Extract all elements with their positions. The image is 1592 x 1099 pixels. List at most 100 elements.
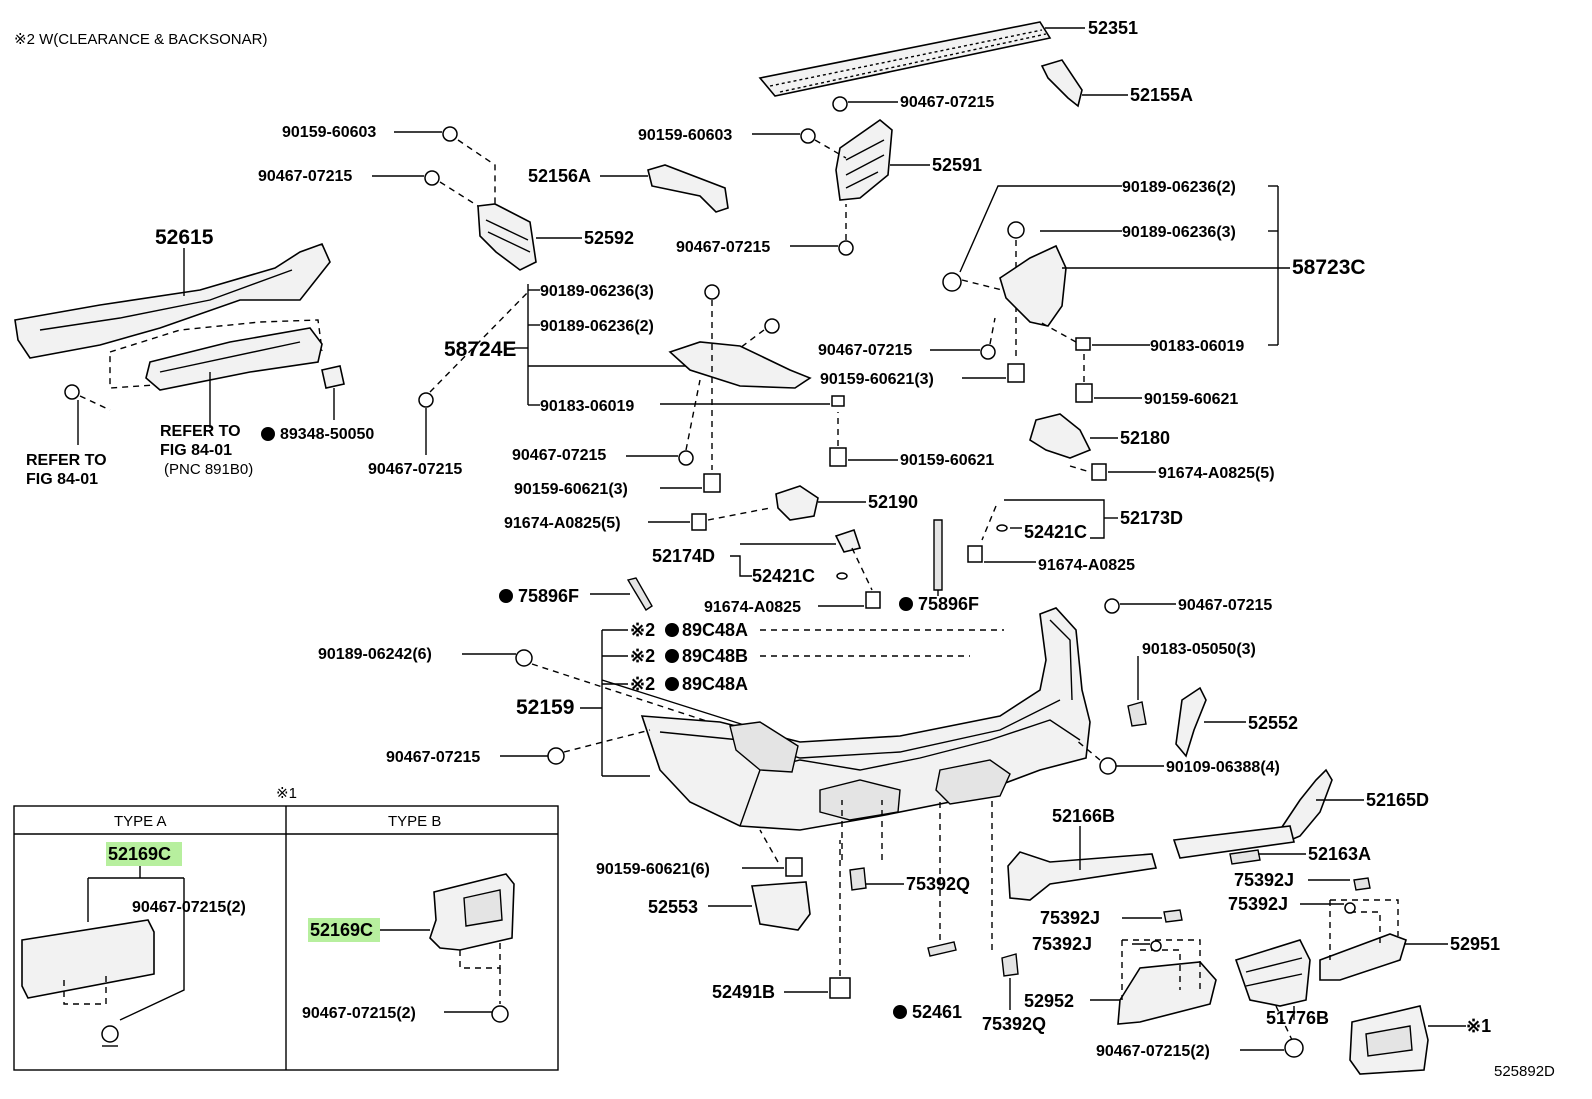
clip-90183-05050 bbox=[1127, 656, 1147, 727]
callout-90467-left3: 90467-07215 bbox=[386, 749, 480, 766]
bracket-52155A bbox=[1040, 59, 1128, 108]
bolt-90159-60621-mid bbox=[829, 412, 898, 467]
step-plate-52351 bbox=[758, 21, 1085, 97]
callout-52461: 52461 bbox=[912, 1002, 962, 1022]
bracket-52174D bbox=[730, 528, 881, 609]
reinforcement bbox=[109, 319, 323, 428]
reflector-52163A bbox=[1172, 825, 1306, 865]
retainer-52592 bbox=[477, 203, 582, 271]
note-mark-2-c: ※2 bbox=[630, 674, 655, 694]
callout-90159-60621-3-mid: 90159-60621(3) bbox=[514, 481, 628, 498]
callout-75392J-3: 75392J bbox=[1234, 870, 1294, 890]
callout-75392J-4: 75392J bbox=[1228, 894, 1288, 914]
inset-type-a-title: TYPE A bbox=[114, 813, 167, 830]
clip-90467-mid1 bbox=[790, 204, 854, 256]
clip-left-refer bbox=[64, 384, 111, 445]
callout-52421C-right: 52421C bbox=[1024, 522, 1087, 542]
note-mark-2-b: ※2 bbox=[630, 646, 655, 666]
bolt-90159-60621-3-right bbox=[962, 363, 1025, 383]
moulding-52166B bbox=[1007, 826, 1158, 901]
seal-75896F-mid bbox=[899, 519, 943, 611]
inset-mark: ※1 bbox=[276, 785, 297, 802]
seal-52461 bbox=[893, 800, 957, 1019]
callout-52951: 52951 bbox=[1450, 934, 1500, 954]
callout-75392J-1: 75392J bbox=[1040, 908, 1100, 928]
callout-91674-mid: 91674-A0825 bbox=[704, 599, 801, 616]
callout-90189-06242: 90189-06242(6) bbox=[318, 646, 432, 663]
clip-75392Q-1 bbox=[841, 800, 904, 891]
moulding-52165D bbox=[1279, 768, 1364, 844]
clip-90467-left1 bbox=[372, 170, 479, 207]
callout-90183-06019-right: 90183-06019 bbox=[1150, 338, 1244, 355]
retainer-52591 bbox=[835, 118, 930, 201]
refer-left-1: REFER TO bbox=[26, 452, 107, 469]
bumper-52159-leaders bbox=[580, 629, 1004, 777]
callout-90183-06019-mid: 90183-06019 bbox=[540, 398, 634, 415]
sensor-89348 bbox=[261, 365, 345, 441]
callout-90189-06236-3-right: 90189-06236(3) bbox=[1122, 224, 1236, 241]
callout-52165D: 52165D bbox=[1366, 790, 1429, 810]
callout-90183-05050: 90183-05050(3) bbox=[1142, 641, 1256, 658]
callout-91674-5-mid: 91674-A0825(5) bbox=[504, 515, 621, 532]
bracket-52951 bbox=[1300, 877, 1448, 981]
marker-dot bbox=[665, 677, 679, 691]
cover-52553 bbox=[708, 881, 811, 931]
bracket-58724E bbox=[514, 284, 845, 470]
screw-90109 bbox=[1075, 739, 1164, 775]
callout-52156A: 52156A bbox=[528, 166, 591, 186]
figure-code: 525892D bbox=[1494, 1063, 1555, 1080]
callout-52552: 52552 bbox=[1248, 713, 1298, 733]
callout-52952: 52952 bbox=[1024, 991, 1074, 1011]
callout-52421C-mid: 52421C bbox=[752, 566, 815, 586]
clip-90467-top bbox=[832, 96, 898, 112]
refer-left-2: FIG 84-01 bbox=[26, 471, 98, 488]
callout-91674-right: 91674-A0825 bbox=[1038, 557, 1135, 574]
bumper-cover-52159 bbox=[640, 607, 1091, 831]
callout-52491B: 52491B bbox=[712, 982, 775, 1002]
callout-90189-06236-2-right: 90189-06236(2) bbox=[1122, 179, 1236, 196]
callout-90467-left1: 90467-07215 bbox=[258, 168, 352, 185]
refer-mid-1: REFER TO bbox=[160, 423, 241, 440]
callout-52180: 52180 bbox=[1120, 428, 1170, 448]
clip-90467-bumper bbox=[1104, 598, 1176, 614]
callout-52615: 52615 bbox=[155, 226, 214, 249]
callout-52173D: 52173D bbox=[1120, 508, 1183, 528]
callout-58723C: 58723C bbox=[1292, 256, 1366, 279]
callout-52553: 52553 bbox=[648, 897, 698, 917]
callout-89C48B: 89C48B bbox=[682, 646, 748, 666]
callout-90467-bottom: 90467-07215(2) bbox=[1096, 1043, 1210, 1060]
bolt-90159-60621-6 bbox=[742, 829, 803, 877]
screw-91674-5-right bbox=[1069, 463, 1156, 481]
note-mark-2-a: ※2 bbox=[630, 620, 655, 640]
callout-51776B: 51776B bbox=[1266, 1008, 1329, 1028]
marker-dot bbox=[665, 649, 679, 663]
bolt-90159-60603-b bbox=[752, 128, 847, 159]
callout-52159: 52159 bbox=[516, 696, 574, 719]
callout-90467-top: 90467-07215 bbox=[900, 94, 994, 111]
clip-90467-left2 bbox=[418, 289, 531, 455]
callout-90467-mid2: 90467-07215 bbox=[512, 447, 606, 464]
seal-75896F-left bbox=[499, 577, 653, 611]
bracket-52180 bbox=[1029, 413, 1118, 459]
callout-90467-mid1: 90467-07215 bbox=[676, 239, 770, 256]
inset-type-a-part: 52169C bbox=[108, 844, 171, 864]
callout-52166B: 52166B bbox=[1052, 806, 1115, 826]
mark-1-right: ※1 bbox=[1466, 1016, 1491, 1036]
bracket-52156A bbox=[600, 164, 729, 213]
inset-type-b-clip: 90467-07215(2) bbox=[302, 1005, 416, 1022]
callout-52591: 52591 bbox=[932, 155, 982, 175]
mudguard-51776B bbox=[1234, 939, 1311, 1041]
inset-type-a-clip: 90467-07215(2) bbox=[132, 899, 246, 916]
callout-90189-06236-2-mid: 90189-06236(2) bbox=[540, 318, 654, 335]
bolt-90159-60621-3-mid bbox=[660, 473, 721, 493]
cover-52552 bbox=[1175, 686, 1246, 758]
bracket-52190 bbox=[775, 485, 866, 521]
callout-90467-right1: 90467-07215 bbox=[818, 342, 912, 359]
callout-90467-bumper: 90467-07215 bbox=[1178, 597, 1272, 614]
inset-type-b-part: 52169C bbox=[310, 920, 373, 940]
callout-89348: 89348-50050 bbox=[280, 426, 374, 443]
inset-type-b-title: TYPE B bbox=[388, 813, 441, 830]
clip-90189-06242 bbox=[462, 649, 741, 733]
header-note: ※2 W(CLEARANCE & BACKSONAR) bbox=[14, 31, 267, 48]
